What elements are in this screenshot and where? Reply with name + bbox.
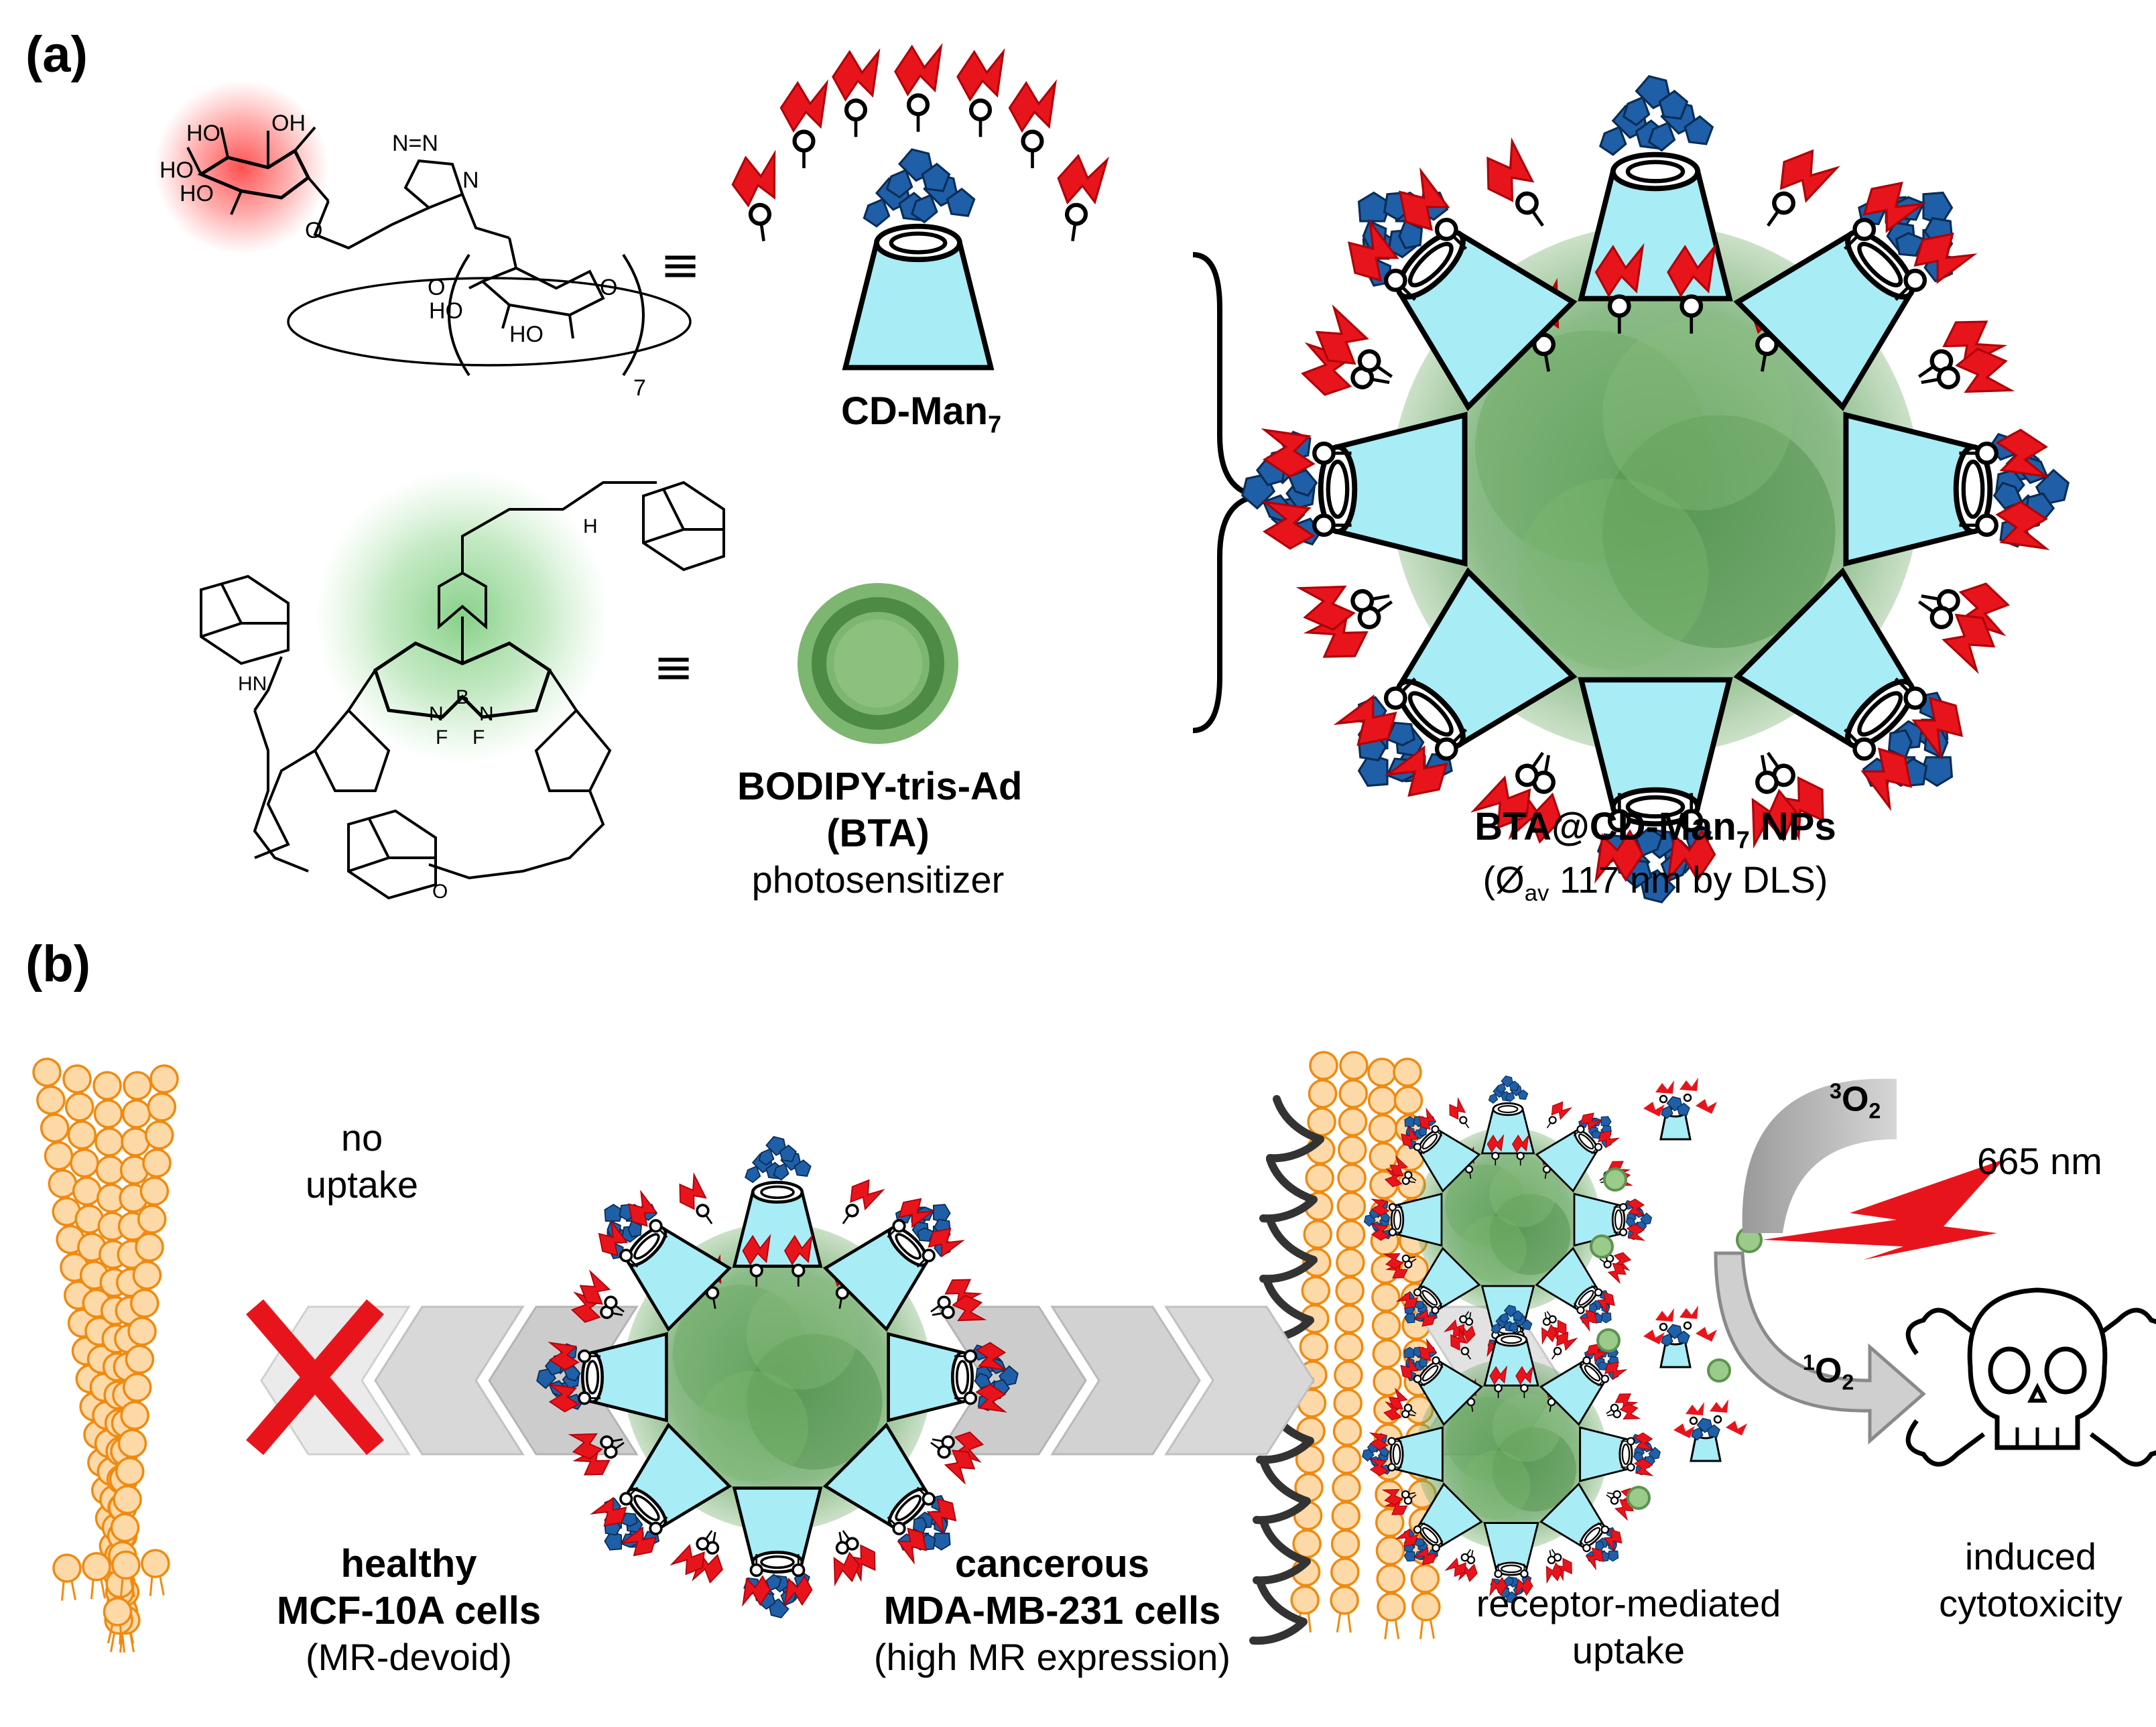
triplet-oxygen-arc xyxy=(1742,1078,1897,1233)
free-cd-unit-3 xyxy=(1673,1399,1747,1461)
dls-sub: av xyxy=(1524,881,1549,907)
free-bta-dots xyxy=(1590,1167,1763,1510)
cancer-label-2: MDA-MB-231 cells xyxy=(883,1589,1221,1633)
healthy-label-2: MCF-10A cells xyxy=(276,1589,542,1633)
singlet-oxygen-label: 1O2 xyxy=(1803,1350,1854,1395)
chem-n-triazole: N xyxy=(462,168,479,193)
cytotoxicity-label-1: induced xyxy=(1964,1535,2097,1578)
dls-size-label: (Øav 117 nm by DLS) xyxy=(1434,858,1877,907)
receptor-label-1: receptor-mediated xyxy=(1476,1582,1781,1624)
cd-man7-icon xyxy=(729,47,1107,368)
chem-ho-1: HO xyxy=(186,121,220,146)
cd-man7-structure xyxy=(154,80,692,377)
cancer-label-3: (high MR expression) xyxy=(873,1636,1231,1678)
cytotoxicity-label-2: cytotoxicity xyxy=(1939,1582,2122,1624)
cd-man7-subscript: 7 xyxy=(988,410,1002,438)
healthy-cell-membrane xyxy=(31,1057,178,1653)
singlet-sup: 1 xyxy=(1803,1350,1815,1374)
chem-hn: HN xyxy=(238,673,267,695)
panel-b-label: (b) xyxy=(25,936,91,993)
receptor-label-2: uptake xyxy=(1572,1629,1686,1671)
chem-ho-4: HO xyxy=(180,181,214,206)
healthy-label-1: healthy xyxy=(340,1542,477,1586)
triplet-sup: 3 xyxy=(1830,1079,1842,1103)
nps-suffix: NPs xyxy=(1749,805,1836,848)
skull-icon xyxy=(1905,1287,2156,1467)
singlet-oxygen-arrow xyxy=(1714,1251,1926,1445)
no-uptake-cross xyxy=(246,1299,384,1456)
no-uptake-label-1: no xyxy=(340,1116,383,1159)
chem-f-1: F xyxy=(436,726,448,749)
cd-man7-label: CD-Man7 xyxy=(841,389,1001,439)
cancer-label-1: cancerous xyxy=(954,1542,1150,1586)
dls-pre: (Ø xyxy=(1482,858,1525,901)
bta-icon xyxy=(798,583,958,744)
equiv-sign-bottom: ≡ xyxy=(653,639,694,695)
singlet-sub: 2 xyxy=(1842,1370,1854,1395)
equiv-sign-top: ≡ xyxy=(660,237,700,293)
free-cd-unit-2 xyxy=(1643,1305,1717,1367)
triplet-oxygen-label: 3O2 xyxy=(1830,1079,1881,1124)
chem-triazole: N=N xyxy=(392,131,438,156)
chem-bodipy-n-2: N xyxy=(479,703,494,725)
photosensitizer-label: photosensitizer xyxy=(751,858,1005,901)
chem-ho-3: HO xyxy=(160,157,194,183)
wavelength-label: 665 nm xyxy=(1977,1140,2102,1182)
chem-nh: H xyxy=(583,515,598,537)
singlet-o: O xyxy=(1814,1351,1842,1391)
chem-ho-ring-1: HO xyxy=(429,298,463,324)
chem-oh-2: OH xyxy=(271,111,306,136)
chem-ho-ring-2: HO xyxy=(509,322,544,347)
dls-post: 117 nm by DLS) xyxy=(1549,858,1828,901)
chem-o-link: O xyxy=(305,218,322,243)
chem-bodipy-n-1: N xyxy=(429,703,444,725)
healthy-label-3: (MR-devoid) xyxy=(305,1636,513,1678)
nps-label: BTA@CD-Man7 NPs xyxy=(1434,804,1877,854)
chem-boron: B xyxy=(456,686,469,708)
bodipy-structure xyxy=(200,469,725,900)
no-uptake-label-2: uptake xyxy=(305,1163,419,1206)
triplet-o: O xyxy=(1841,1080,1869,1119)
panel-a-label: (a) xyxy=(25,26,88,83)
bta-cd-man7-nanoparticle xyxy=(1243,76,2068,902)
triplet-sub: 2 xyxy=(1868,1098,1881,1123)
cd-man7-text: CD-Man xyxy=(841,389,989,433)
chem-f-2: F xyxy=(472,726,485,749)
bta-abbrev-label: (BTA) xyxy=(826,812,930,855)
free-cd-unit-1 xyxy=(1643,1078,1717,1139)
chem-subscript-7: 7 xyxy=(633,375,646,401)
nps-subscript: 7 xyxy=(1736,826,1750,854)
chem-amide-o: O xyxy=(432,881,448,903)
chem-ring-o-1: O xyxy=(428,275,445,300)
nps-name: BTA@CD-Man xyxy=(1474,805,1736,848)
light-bolt-icon xyxy=(1763,1159,2004,1260)
bodipy-name-label: BODIPY-tris-Ad xyxy=(737,765,1023,808)
chem-ring-o-2: O xyxy=(600,275,617,300)
